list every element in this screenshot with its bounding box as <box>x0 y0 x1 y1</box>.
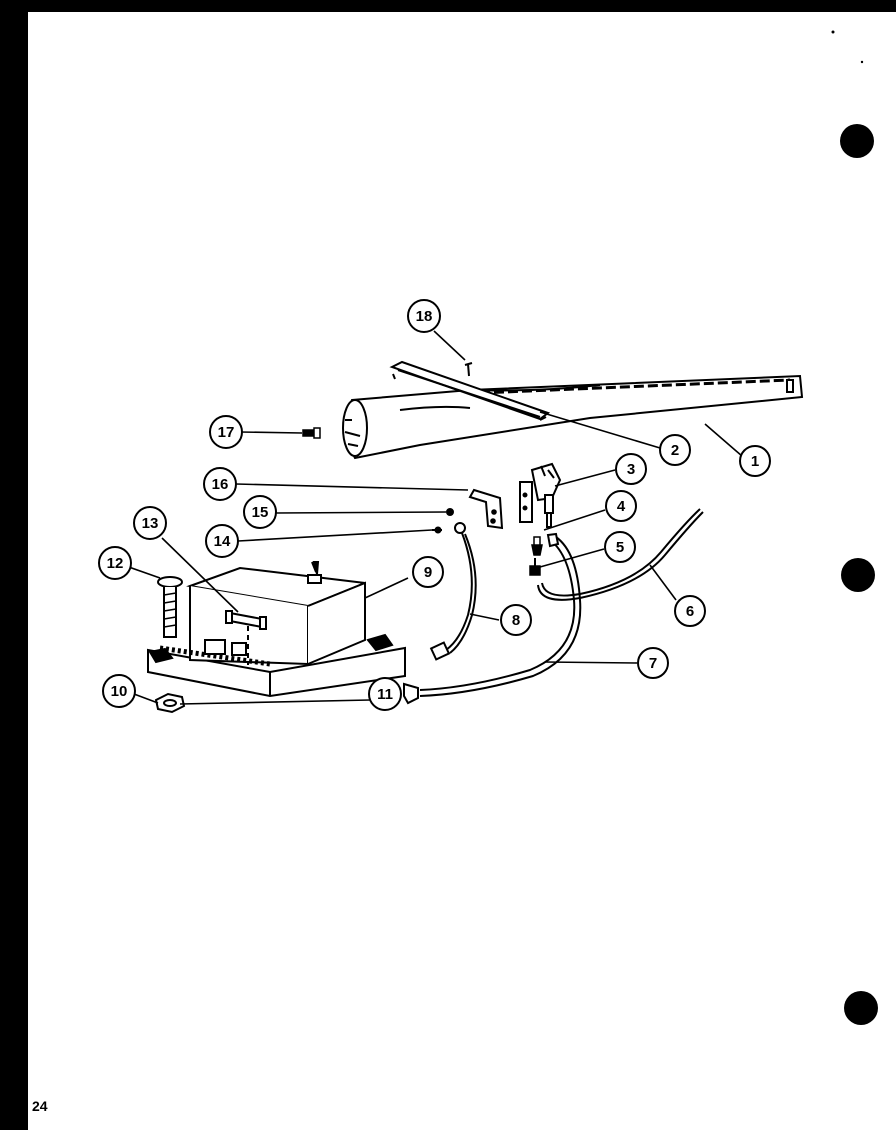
sensor-lead-8 <box>429 522 477 661</box>
callout-10: 10 <box>102 674 136 708</box>
svg-text:2: 2 <box>671 442 679 459</box>
bracket-strip <box>389 360 551 421</box>
svg-text:8: 8 <box>512 612 520 629</box>
page-number: 24 <box>32 1098 48 1114</box>
punch-hole-middle <box>841 558 875 592</box>
callout-6: 6 <box>674 595 706 627</box>
svg-text:15: 15 <box>252 504 269 521</box>
control-box-9 <box>147 561 406 698</box>
svg-text:17: 17 <box>218 424 235 441</box>
callout-4: 4 <box>605 490 637 522</box>
svg-text:5: 5 <box>616 539 624 556</box>
screw-18 <box>464 362 473 377</box>
callout-17: 17 <box>209 415 243 449</box>
orifice-4 <box>531 536 543 556</box>
callout-3: 3 <box>615 453 647 485</box>
svg-text:18: 18 <box>416 308 433 325</box>
punch-hole-bottom <box>844 991 878 1025</box>
svg-text:10: 10 <box>111 683 128 700</box>
callout-9: 9 <box>412 556 444 588</box>
supply-line-7 <box>403 532 582 705</box>
speck <box>831 30 835 34</box>
screw-15 <box>446 508 454 516</box>
svg-text:16: 16 <box>212 476 229 493</box>
svg-text:7: 7 <box>649 655 657 672</box>
callout-7: 7 <box>637 647 669 679</box>
svg-text:6: 6 <box>686 603 694 620</box>
svg-text:1: 1 <box>751 453 759 470</box>
burner-tube <box>342 374 804 460</box>
svg-text:13: 13 <box>142 515 159 532</box>
fuse-13 <box>225 610 267 665</box>
leader-lines <box>125 330 743 705</box>
speck <box>860 60 864 64</box>
callout-16: 16 <box>203 467 237 501</box>
callout-15: 15 <box>243 495 277 529</box>
fitting-17 <box>302 427 321 439</box>
callout-8: 8 <box>500 604 532 636</box>
nut-10 <box>154 692 186 714</box>
svg-text:4: 4 <box>617 498 626 515</box>
callout-18: 18 <box>407 299 441 333</box>
screw-14 <box>432 526 442 534</box>
bolt-12 <box>157 576 183 638</box>
punch-hole-top <box>840 124 874 158</box>
callout-14: 14 <box>205 524 239 558</box>
callout-1: 1 <box>739 445 771 477</box>
callout-12: 12 <box>98 546 132 580</box>
svg-text:12: 12 <box>107 555 124 572</box>
svg-text:3: 3 <box>627 461 635 478</box>
valve-assembly <box>519 462 562 528</box>
callout-5: 5 <box>604 531 636 563</box>
mounting-bracket-16 <box>468 488 504 530</box>
tube-6 <box>537 508 704 601</box>
svg-text:14: 14 <box>214 533 231 550</box>
svg-text:9: 9 <box>424 564 432 581</box>
page-sheet <box>28 12 896 1130</box>
nut-5 <box>529 558 541 576</box>
callout-2: 2 <box>659 434 691 466</box>
callout-13: 13 <box>133 506 167 540</box>
callout-11: 11 <box>368 677 402 711</box>
svg-text:11: 11 <box>377 686 393 703</box>
